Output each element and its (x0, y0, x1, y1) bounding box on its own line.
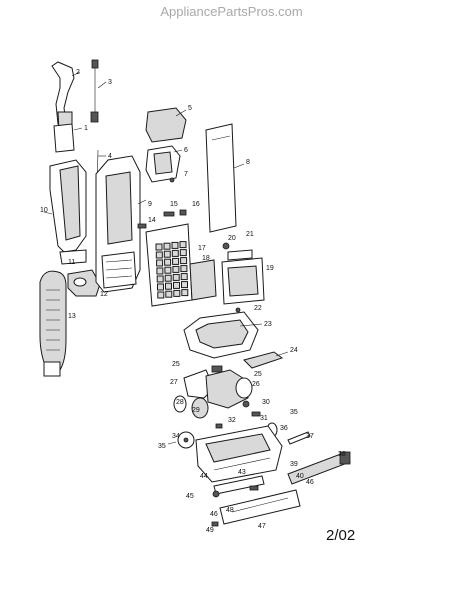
callout-49: 49 (206, 527, 214, 534)
part-bracket (67, 269, 101, 297)
callout-30: 30 (262, 399, 270, 406)
part-base (195, 425, 283, 483)
callout-19: 19 (266, 265, 274, 272)
callout-35: 35 (290, 409, 298, 416)
part-handle-body (49, 159, 87, 265)
callout-2: 2 (76, 69, 80, 76)
part-wheel-left (173, 395, 209, 419)
callout-8: 8 (246, 159, 250, 166)
callout-39: 39 (290, 461, 298, 468)
callout-12: 12 (100, 291, 108, 298)
part-clips (137, 209, 187, 229)
callout-43: 43 (238, 469, 246, 476)
part-hose (39, 270, 67, 377)
leader-lines (43, 71, 289, 357)
part-filter-panel (205, 123, 237, 233)
callout-29: 29 (192, 407, 200, 414)
callout-16: 16 (192, 201, 200, 208)
callout-26: 26 (252, 381, 260, 388)
part-wheel-rear (167, 431, 195, 449)
callout-15: 15 (170, 201, 178, 208)
part-handle-grip (51, 61, 75, 153)
callout-38: 38 (338, 451, 346, 458)
callout-3: 3 (108, 79, 112, 86)
callout-32: 32 (228, 417, 236, 424)
callout-17: 17 (198, 245, 206, 252)
callout-35: 35 (158, 443, 166, 450)
part-top-cover (145, 107, 187, 143)
part-bottom-parts (212, 475, 265, 498)
revision-date: 2/02 (326, 527, 356, 544)
part-front-cover (145, 223, 193, 307)
watermark-text: AppliancePartsPros.com (160, 4, 303, 19)
callout-10: 10 (40, 207, 48, 214)
part-motor (183, 365, 253, 409)
callout-40: 40 (296, 473, 304, 480)
callout-46: 46 (210, 511, 218, 518)
callout-14: 14 (148, 217, 156, 224)
part-latch (145, 145, 181, 183)
callout-34: 34 (172, 433, 180, 440)
callout-25: 25 (172, 361, 180, 368)
callout-31: 31 (260, 415, 268, 422)
callout-13: 13 (68, 313, 76, 320)
callout-27: 27 (170, 379, 178, 386)
part-lens (243, 351, 284, 369)
part-exhaust-filter (221, 242, 265, 305)
callout-47: 47 (258, 523, 266, 530)
callout-4: 4 (108, 153, 112, 160)
callout-18: 18 (202, 255, 210, 262)
callout-24: 24 (290, 347, 298, 354)
callout-6: 6 (184, 147, 188, 154)
callout-1: 1 (84, 125, 88, 132)
callout-9: 9 (148, 201, 152, 208)
callout-20: 20 (228, 235, 236, 242)
callout-44: 44 (200, 473, 208, 480)
part-belt (287, 431, 311, 445)
part-filter-pad (189, 259, 217, 301)
callout-11: 11 (68, 259, 75, 266)
callout-45: 45 (186, 493, 194, 500)
callout-22: 22 (254, 305, 262, 312)
part-bottom-plate (211, 489, 301, 527)
callout-37: 37 (306, 433, 314, 440)
callout-23: 23 (264, 321, 272, 328)
callout-36: 36 (280, 425, 288, 432)
callout-48: 48 (226, 507, 234, 514)
part-main-housing (95, 155, 141, 293)
callout-28: 28 (176, 399, 184, 406)
part-screw (235, 307, 241, 313)
callout-46: 46 (306, 479, 314, 486)
part-hood (183, 311, 259, 359)
callout-5: 5 (188, 105, 192, 112)
part-cord-hook (90, 59, 99, 123)
part-brushroll (287, 451, 351, 485)
part-fasteners (215, 400, 261, 429)
callout-7: 7 (184, 171, 188, 178)
callout-21: 21 (246, 231, 254, 238)
callout-25: 25 (254, 371, 262, 378)
